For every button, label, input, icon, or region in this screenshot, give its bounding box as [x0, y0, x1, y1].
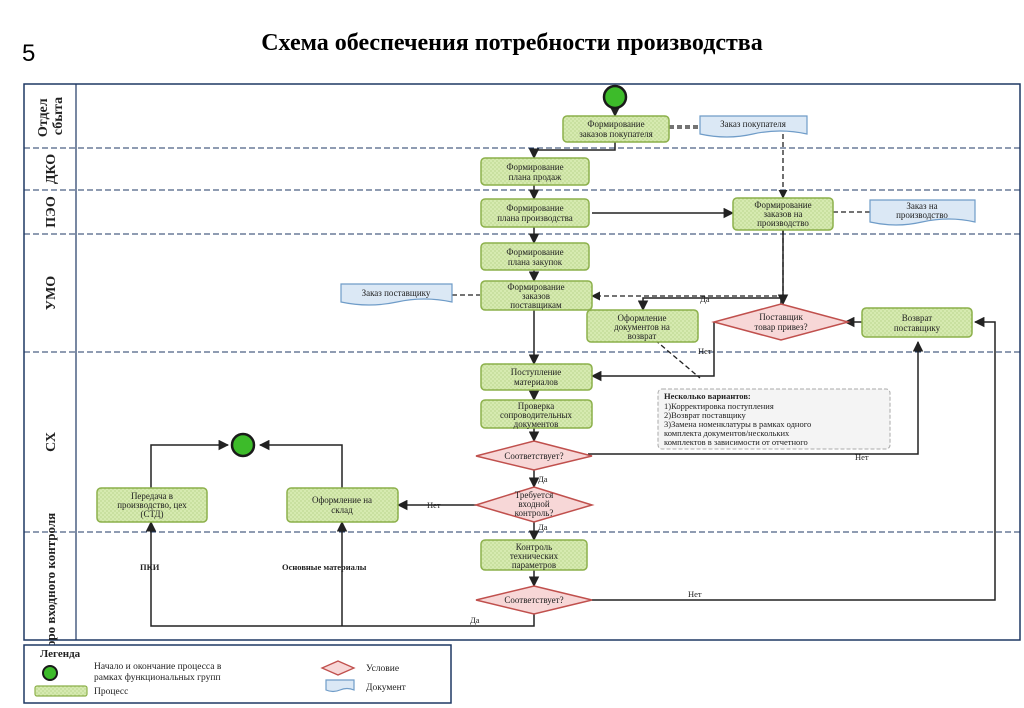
- edge-label-da3: Да: [538, 522, 548, 532]
- swimlane-frame: [23, 83, 1021, 641]
- edge-label-pki: ПКИ: [140, 562, 160, 572]
- svg-text:Соответствует?: Соответствует?: [504, 451, 563, 461]
- svg-text:Заказ поставщику: Заказ поставщику: [362, 288, 431, 298]
- edge-label-main-materials: Основные материалы: [282, 562, 367, 572]
- svg-text:Заказ покупателя: Заказ покупателя: [720, 119, 786, 129]
- svg-text:Соответствует?: Соответствует?: [504, 595, 563, 605]
- variants-note: Несколько вариантов: 1)Корректировка пос…: [657, 388, 891, 450]
- svg-text:Процесс: Процесс: [94, 687, 128, 697]
- svg-text:Легенда: Легенда: [40, 648, 81, 660]
- lane-label-sh: СХ: [44, 432, 59, 452]
- condition-parameters-match: Соответствует?: [475, 585, 593, 615]
- legend-event-icon: [42, 665, 58, 681]
- svg-text:Документ: Документ: [366, 683, 407, 693]
- edge-label-da2: Да: [538, 474, 548, 484]
- svg-text:Несколько вариантов:: Несколько вариантов:: [664, 391, 751, 401]
- document-customer-order: Заказ покупателя: [699, 115, 808, 138]
- svg-text:Условие: Условие: [366, 664, 399, 674]
- edge-label-da4: Да: [470, 615, 480, 625]
- document-supplier-order: Заказ поставщику: [340, 283, 453, 306]
- lane-label-sales: Отдел сбыта: [36, 95, 66, 137]
- legend-process-icon: [34, 685, 88, 697]
- edge-label-net3: Нет: [427, 500, 441, 510]
- legend-condition-icon: [320, 660, 356, 676]
- lane-label-peo: ПЭО: [44, 196, 59, 228]
- edge-label-net2: Нет: [855, 452, 869, 462]
- legend-document-icon: [325, 679, 355, 693]
- edge-label-da1: Да: [700, 294, 710, 304]
- edge-labels: Да Нет Нет Да Нет Да Нет Да ПКИ Основные…: [140, 294, 869, 625]
- edge-label-net4: Нет: [688, 589, 702, 599]
- condition-documents-match: Соответствует?: [475, 440, 593, 471]
- lane-label-umo: УМО: [44, 276, 59, 310]
- connectors: [145, 106, 996, 627]
- lane-label-dko: ДКО: [44, 154, 59, 184]
- start-event: [602, 84, 628, 110]
- edge-label-net1: Нет: [698, 346, 712, 356]
- slide-title: Схема обеспечения потребности производст…: [261, 30, 763, 56]
- end-event: [230, 432, 256, 458]
- lane-label-bvk: Бюро входного контроля: [43, 513, 58, 659]
- slide-number: 5: [22, 40, 36, 67]
- lane-labels: Отдел сбыта ДКО ПЭО УМО СХ Бюро входного…: [36, 95, 66, 659]
